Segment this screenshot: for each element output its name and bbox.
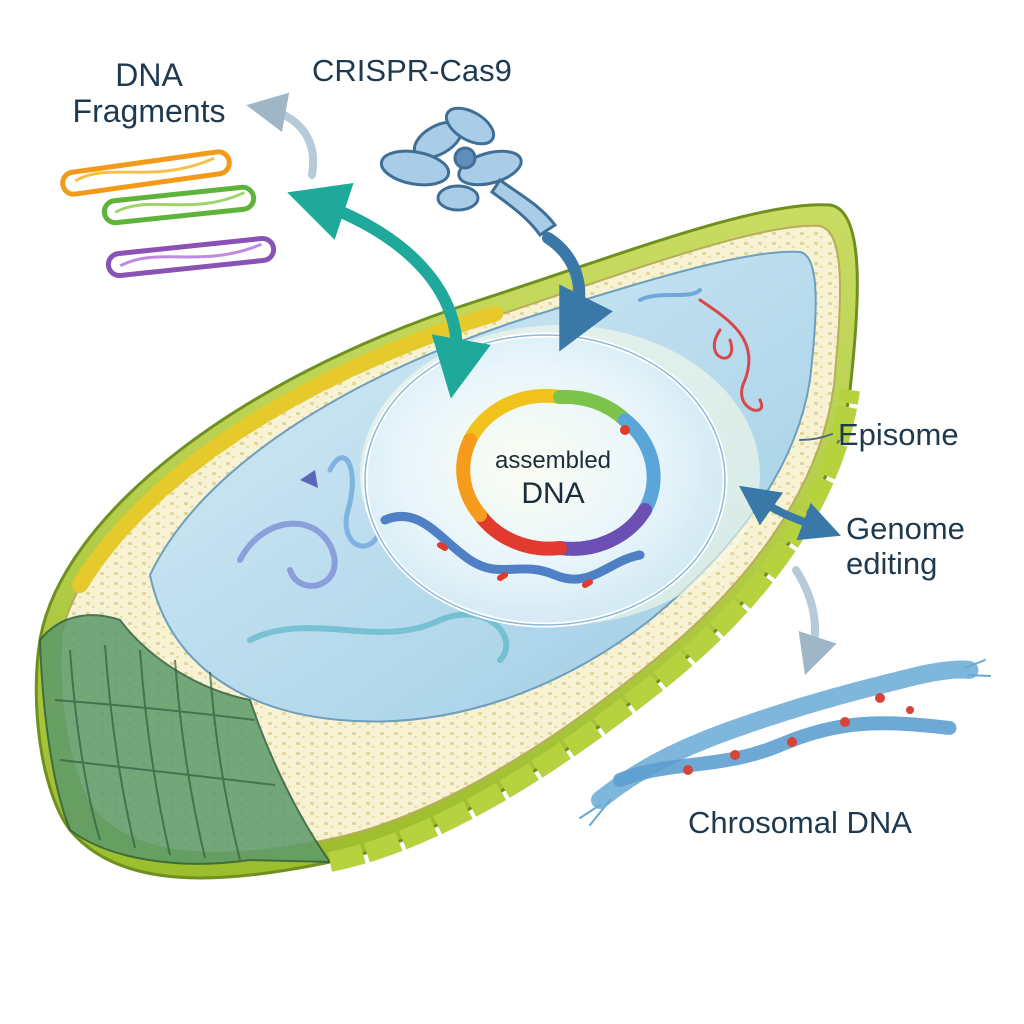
arrow-icon [246,92,318,179]
arrow-icon [792,566,837,676]
arrow-icon [542,232,613,352]
arrows [246,92,841,676]
dna-fragments-label-line2: Fragments [72,92,226,129]
episome-label: Episome [838,417,959,452]
genome-editing-label-line1: Genome [846,511,965,546]
cross-section-face [38,614,332,865]
genome-editing-label-line2: editing [846,545,938,581]
dna-fragments-label: DNA Fragments [34,57,264,130]
arrow-icon [287,182,491,399]
arrow-icon [738,485,841,541]
dna-fragment-icon [60,149,232,197]
dna-fragments-label-line1: DNA [115,57,183,93]
assembled-dna-label-line1: assembled [494,447,612,474]
dna-fragment-icon [105,235,277,279]
episome-pointer-line [799,433,833,441]
dna-fragments [60,149,277,279]
nuclear-dna-strand [380,511,645,584]
nuclear-dna-marks [437,542,593,588]
chromosomal-dna-label: Chrosomal DNA [688,805,912,840]
chromosome-edit-marks [683,693,914,775]
crispr-cas9-label: CRISPR-Cas9 [312,53,512,88]
crispr-cas9-icon [379,106,558,238]
genome-editing-label: Genome editing [846,511,965,581]
dna-fragment-icon [101,184,257,226]
assembled-dna-label: assembled DNA [462,447,644,510]
episome-icon [456,388,661,556]
cross-section-ribs [54,644,276,861]
chromosomal-dna-icon [579,659,991,826]
assembled-dna-label-line2: DNA [521,476,585,510]
